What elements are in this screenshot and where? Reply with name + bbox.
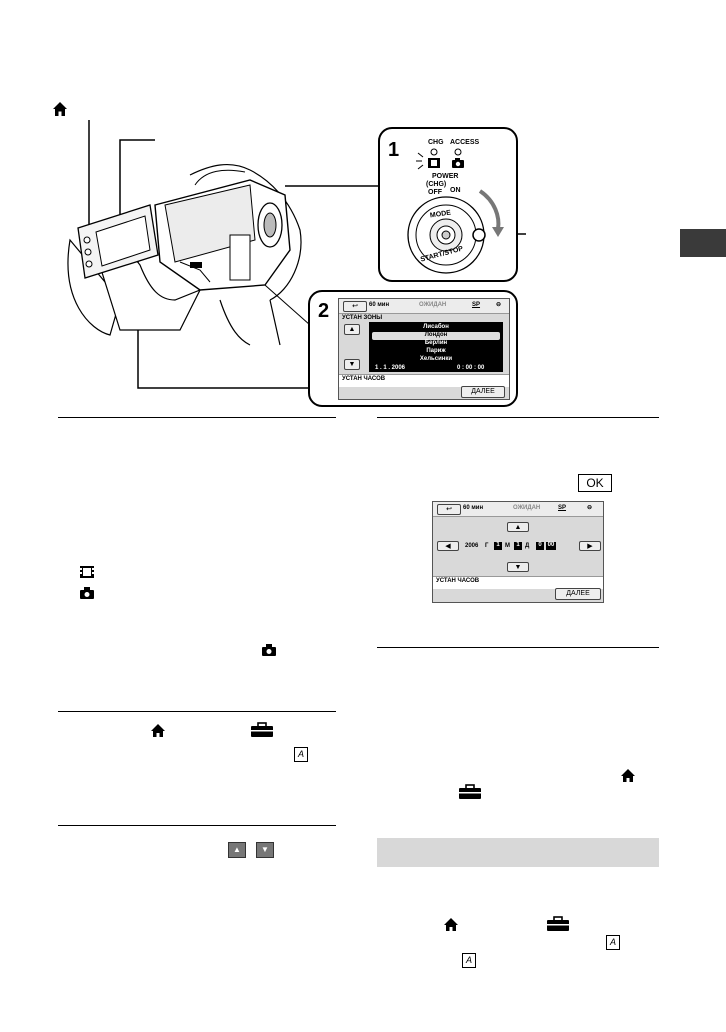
lcd-status-bar: [339, 299, 509, 314]
text-a-icon: A: [606, 935, 620, 950]
status-label: ОЖИДАН: [513, 505, 541, 511]
divider: [377, 647, 659, 648]
access-label: ACCESS: [450, 139, 480, 146]
date-value: 1 . 1 . 2006: [375, 365, 406, 371]
increase-button[interactable]: ▲: [507, 522, 529, 532]
toolbox-icon: [459, 784, 481, 799]
scroll-down-button[interactable]: ▼: [344, 359, 360, 370]
battery-label: 60 мин: [369, 302, 390, 308]
right-button[interactable]: ▶: [579, 541, 601, 551]
day-unit: Д: [525, 543, 530, 549]
year-value[interactable]: 2006: [465, 543, 479, 549]
back-button[interactable]: ↩: [437, 504, 461, 515]
divider: [58, 711, 336, 712]
divider: [377, 417, 659, 418]
quality-label: SP: [558, 505, 567, 511]
camera-icon: [262, 644, 276, 656]
decrease-button[interactable]: ▼: [507, 562, 529, 572]
city-item[interactable]: Хельсинки: [419, 356, 453, 362]
minute-value[interactable]: 00: [546, 542, 556, 550]
disc-icon: ⊖: [496, 302, 502, 308]
zone-lcd-screen: ↩ 60 мин ОЖИДАН SP ⊖ УСТАН ЗОНЫ ▲ ▼ Лиса…: [338, 298, 510, 400]
toolbox-icon: [547, 916, 569, 931]
clock-lcd-screen: ↩ 60 мин ОЖИДАН SP ⊖ ▲ ◀ ▶ 2006 Г 1 М 1 …: [432, 501, 604, 603]
city-item-selected[interactable]: Лондон: [424, 332, 448, 338]
next-button[interactable]: ДАЛЕЕ: [461, 386, 505, 398]
quality-label: SP: [472, 302, 481, 308]
off-label: OFF: [428, 189, 442, 196]
home-icon: [151, 724, 165, 737]
on-label: ON: [450, 187, 461, 194]
city-item[interactable]: Лисабон: [423, 324, 449, 330]
ok-icon: OK: [578, 474, 612, 492]
home-icon: [53, 102, 67, 116]
left-button[interactable]: ◀: [437, 541, 459, 551]
clock-set-label: УСТАН ЧАСОВ: [436, 578, 480, 584]
chg-label: CHG: [428, 139, 444, 146]
power-label: POWER: [432, 173, 459, 180]
section-heading-bar: [377, 838, 659, 867]
camcorder-illustration: [67, 120, 526, 389]
city-item[interactable]: Берлин: [424, 340, 448, 346]
time-value: 0 : 00 : 00: [457, 365, 485, 371]
divider: [58, 825, 336, 826]
year-unit: Г: [485, 543, 489, 549]
camera-icon: [80, 587, 94, 599]
up-arrow-icon: ▲: [228, 842, 246, 858]
city-item[interactable]: Париж: [426, 348, 446, 354]
power-dial-drawing: [407, 148, 504, 274]
scroll-up-button[interactable]: ▲: [344, 324, 360, 335]
text-a-icon: A: [294, 747, 308, 762]
toolbox-icon: [251, 722, 273, 737]
disc-icon: ⊖: [587, 505, 593, 511]
battery-label: 60 мин: [463, 505, 484, 511]
back-button[interactable]: ↩: [343, 301, 367, 312]
day-value[interactable]: 1: [514, 542, 522, 550]
movie-icon: [80, 566, 94, 578]
divider: [58, 417, 336, 418]
month-value[interactable]: 1: [494, 542, 502, 550]
home-icon: [621, 769, 635, 782]
clock-set-label: УСТАН ЧАСОВ: [342, 376, 386, 382]
down-arrow-icon: ▼: [256, 842, 274, 858]
status-label: ОЖИДАН: [419, 302, 447, 308]
chg-paren-label: (CHG): [426, 181, 447, 188]
step2-number: 2: [318, 300, 330, 322]
datetime-strip: 1 . 1 . 2006 0 : 00 : 00: [369, 364, 503, 372]
home-icon: [444, 918, 458, 931]
month-unit: М: [505, 543, 510, 549]
step1-number: 1: [388, 139, 400, 161]
lcd-status-bar: [433, 502, 603, 517]
next-button[interactable]: ДАЛЕЕ: [555, 588, 601, 600]
city-list[interactable]: Лисабон Лондон Берлин Париж Хельсинки: [369, 322, 503, 364]
section-tab: [680, 229, 726, 257]
step1-panel: 1 CHG ACCESS POWER (CHG) OFF ON MODE STA…: [378, 127, 518, 282]
zone-title: УСТАН ЗОНЫ: [342, 315, 383, 321]
hour-value[interactable]: 0: [536, 542, 544, 550]
text-a-icon: A: [462, 953, 476, 968]
